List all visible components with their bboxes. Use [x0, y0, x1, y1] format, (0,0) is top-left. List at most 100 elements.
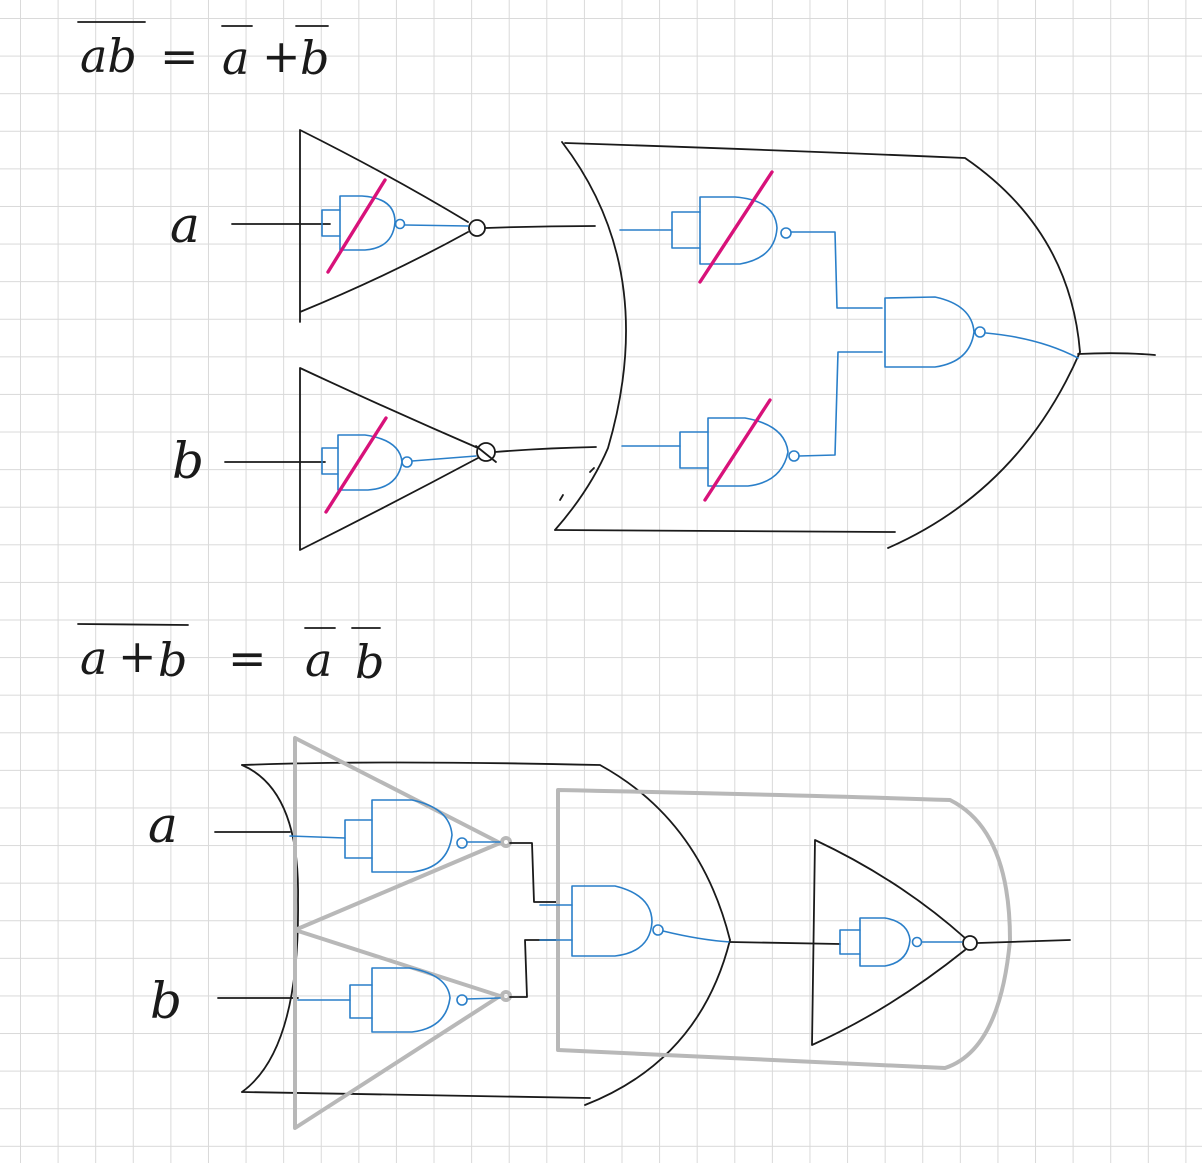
nand2-inverter-b	[297, 967, 501, 1033]
inverter-b-body	[299, 367, 479, 551]
inverter-final-body	[811, 839, 966, 1046]
eq2-equals: =	[228, 631, 267, 685]
nand2-middle-inputs	[539, 904, 573, 941]
wire2-b-to-and	[509, 939, 559, 998]
wire-a-to-or	[485, 225, 596, 229]
eq2-lhs-plus: +	[118, 629, 157, 683]
nand-inverter-bottom-body	[707, 417, 789, 487]
wire2-out	[977, 939, 1071, 944]
gray-inverter-a-body	[293, 736, 502, 932]
eq2-lhs-b: b	[158, 633, 187, 687]
nand2-inverter-b-tied-inputs	[349, 984, 373, 1019]
nand2-inverter-final-tied-inputs	[839, 929, 861, 955]
or-gate-lower-curve	[887, 351, 1081, 549]
nand-inverter-top-bubble	[780, 227, 792, 239]
nand2-inverter-b-body	[371, 967, 451, 1033]
gray-inverter-b-bubble	[500, 990, 512, 1002]
or-gate-top	[564, 142, 1081, 353]
nand-inverter-a-bubble	[394, 218, 406, 230]
nand-final-out	[985, 332, 1079, 359]
nand-final-bubble	[974, 326, 986, 338]
gray-inverter-b-body	[293, 928, 502, 1130]
nand-inverter-b-bubble	[401, 456, 413, 468]
or-gate-outline-2	[241, 761, 731, 1106]
or-gate-bottom	[554, 529, 896, 533]
nand-inverter-top-body	[699, 196, 778, 265]
nand-inverter-top-tied-inputs	[671, 211, 701, 249]
circuit-nor-demorgan: a b	[148, 736, 1071, 1130]
eq1-lhs: ab	[80, 29, 137, 83]
nand-inverter-a-out	[404, 224, 469, 227]
nand2-middle-out	[662, 930, 731, 943]
nand2-middle	[539, 885, 731, 957]
wire-or-out	[1077, 352, 1156, 356]
gray-inverter-b	[293, 928, 512, 1130]
nand-inverter-b-tied-inputs	[321, 447, 339, 475]
wire-bottom-to-final	[798, 351, 883, 457]
nand2-middle-bubble	[652, 924, 664, 936]
nand-final	[884, 296, 1079, 368]
nand-inverter-top	[619, 170, 883, 309]
nand2-inverter-final-body	[859, 917, 911, 967]
strike-top	[698, 170, 774, 284]
eq1-equals: =	[160, 29, 199, 83]
circuit1-input-b-label: b	[172, 432, 204, 490]
eq1-rhs-b: b	[300, 31, 329, 85]
inverter-a	[299, 129, 596, 323]
wire2-to-inverter	[729, 941, 841, 945]
eq2-rhs-b: b	[355, 635, 384, 689]
nand2-inverter-b-out	[466, 997, 501, 1000]
nand2-inverter-a-bubble	[456, 837, 468, 849]
nand-inverter-bottom-tied-inputs	[679, 431, 709, 469]
nand-inverter-a-tied-inputs	[321, 209, 341, 237]
or2-top	[241, 761, 731, 941]
strike-b	[324, 416, 388, 514]
nand-inverter-b	[321, 416, 477, 514]
circuit2-input-b-label: b	[150, 972, 182, 1030]
inverter-a-bubble	[468, 219, 486, 237]
eq2-rhs-a: a	[305, 633, 332, 687]
wire-b-to-or	[494, 446, 597, 453]
wire2-a-to-and	[509, 842, 559, 903]
strike-a	[326, 178, 387, 274]
or2-bottom	[241, 1091, 591, 1099]
or2-lower-curve	[584, 939, 731, 1106]
strike-bottom	[703, 398, 772, 502]
equation-nor-demorgan: a + b = a b	[77, 623, 384, 689]
inverter-b-scribble	[475, 445, 497, 463]
circuit-nand-demorgan: a b	[170, 129, 1156, 551]
gray-inverter-a	[293, 736, 512, 932]
eq2-lhs-a: a	[80, 631, 107, 685]
overbar-a-plus-b	[77, 623, 189, 626]
equation-nand-demorgan: ab = a + b	[77, 21, 329, 85]
eq1-rhs-a: a	[222, 31, 249, 85]
nand-inverter-bottom-bubble	[788, 450, 800, 462]
inverter-final-bubble	[962, 935, 978, 951]
or2-back	[241, 764, 299, 1093]
nand-final-body	[884, 296, 975, 368]
nand2-middle-body	[571, 885, 653, 957]
or-gate-big	[554, 141, 1156, 549]
nand2-inverter-a-body	[371, 799, 453, 873]
circuit1-input-a-label: a	[170, 196, 200, 254]
gray-inverter-a-bubble	[500, 836, 512, 848]
eq1-plus: +	[262, 29, 301, 83]
nand2-inverter-final	[839, 917, 963, 967]
nand2-inverter-a-tied-inputs	[344, 819, 373, 859]
nand2-inverter-final-bubble	[911, 936, 923, 948]
circuit2-input-a-label: a	[148, 796, 178, 854]
inverter-b	[299, 367, 597, 551]
nand-inverter-bottom	[621, 351, 883, 502]
or-gate-ink-marks	[559, 467, 595, 501]
wire-top-to-final	[790, 231, 883, 309]
inverter-a-body	[299, 129, 469, 323]
nand2-inverter-a-in	[289, 835, 346, 839]
or-gate-back	[554, 141, 627, 531]
nand-inverter-a	[321, 178, 469, 274]
nand2-inverter-b-bubble	[456, 994, 468, 1006]
gray-and-outline	[556, 788, 1012, 1070]
nand-inverter-b-out	[411, 455, 477, 462]
inverter-final	[811, 839, 1071, 1046]
nand2-inverter-a	[289, 799, 501, 873]
